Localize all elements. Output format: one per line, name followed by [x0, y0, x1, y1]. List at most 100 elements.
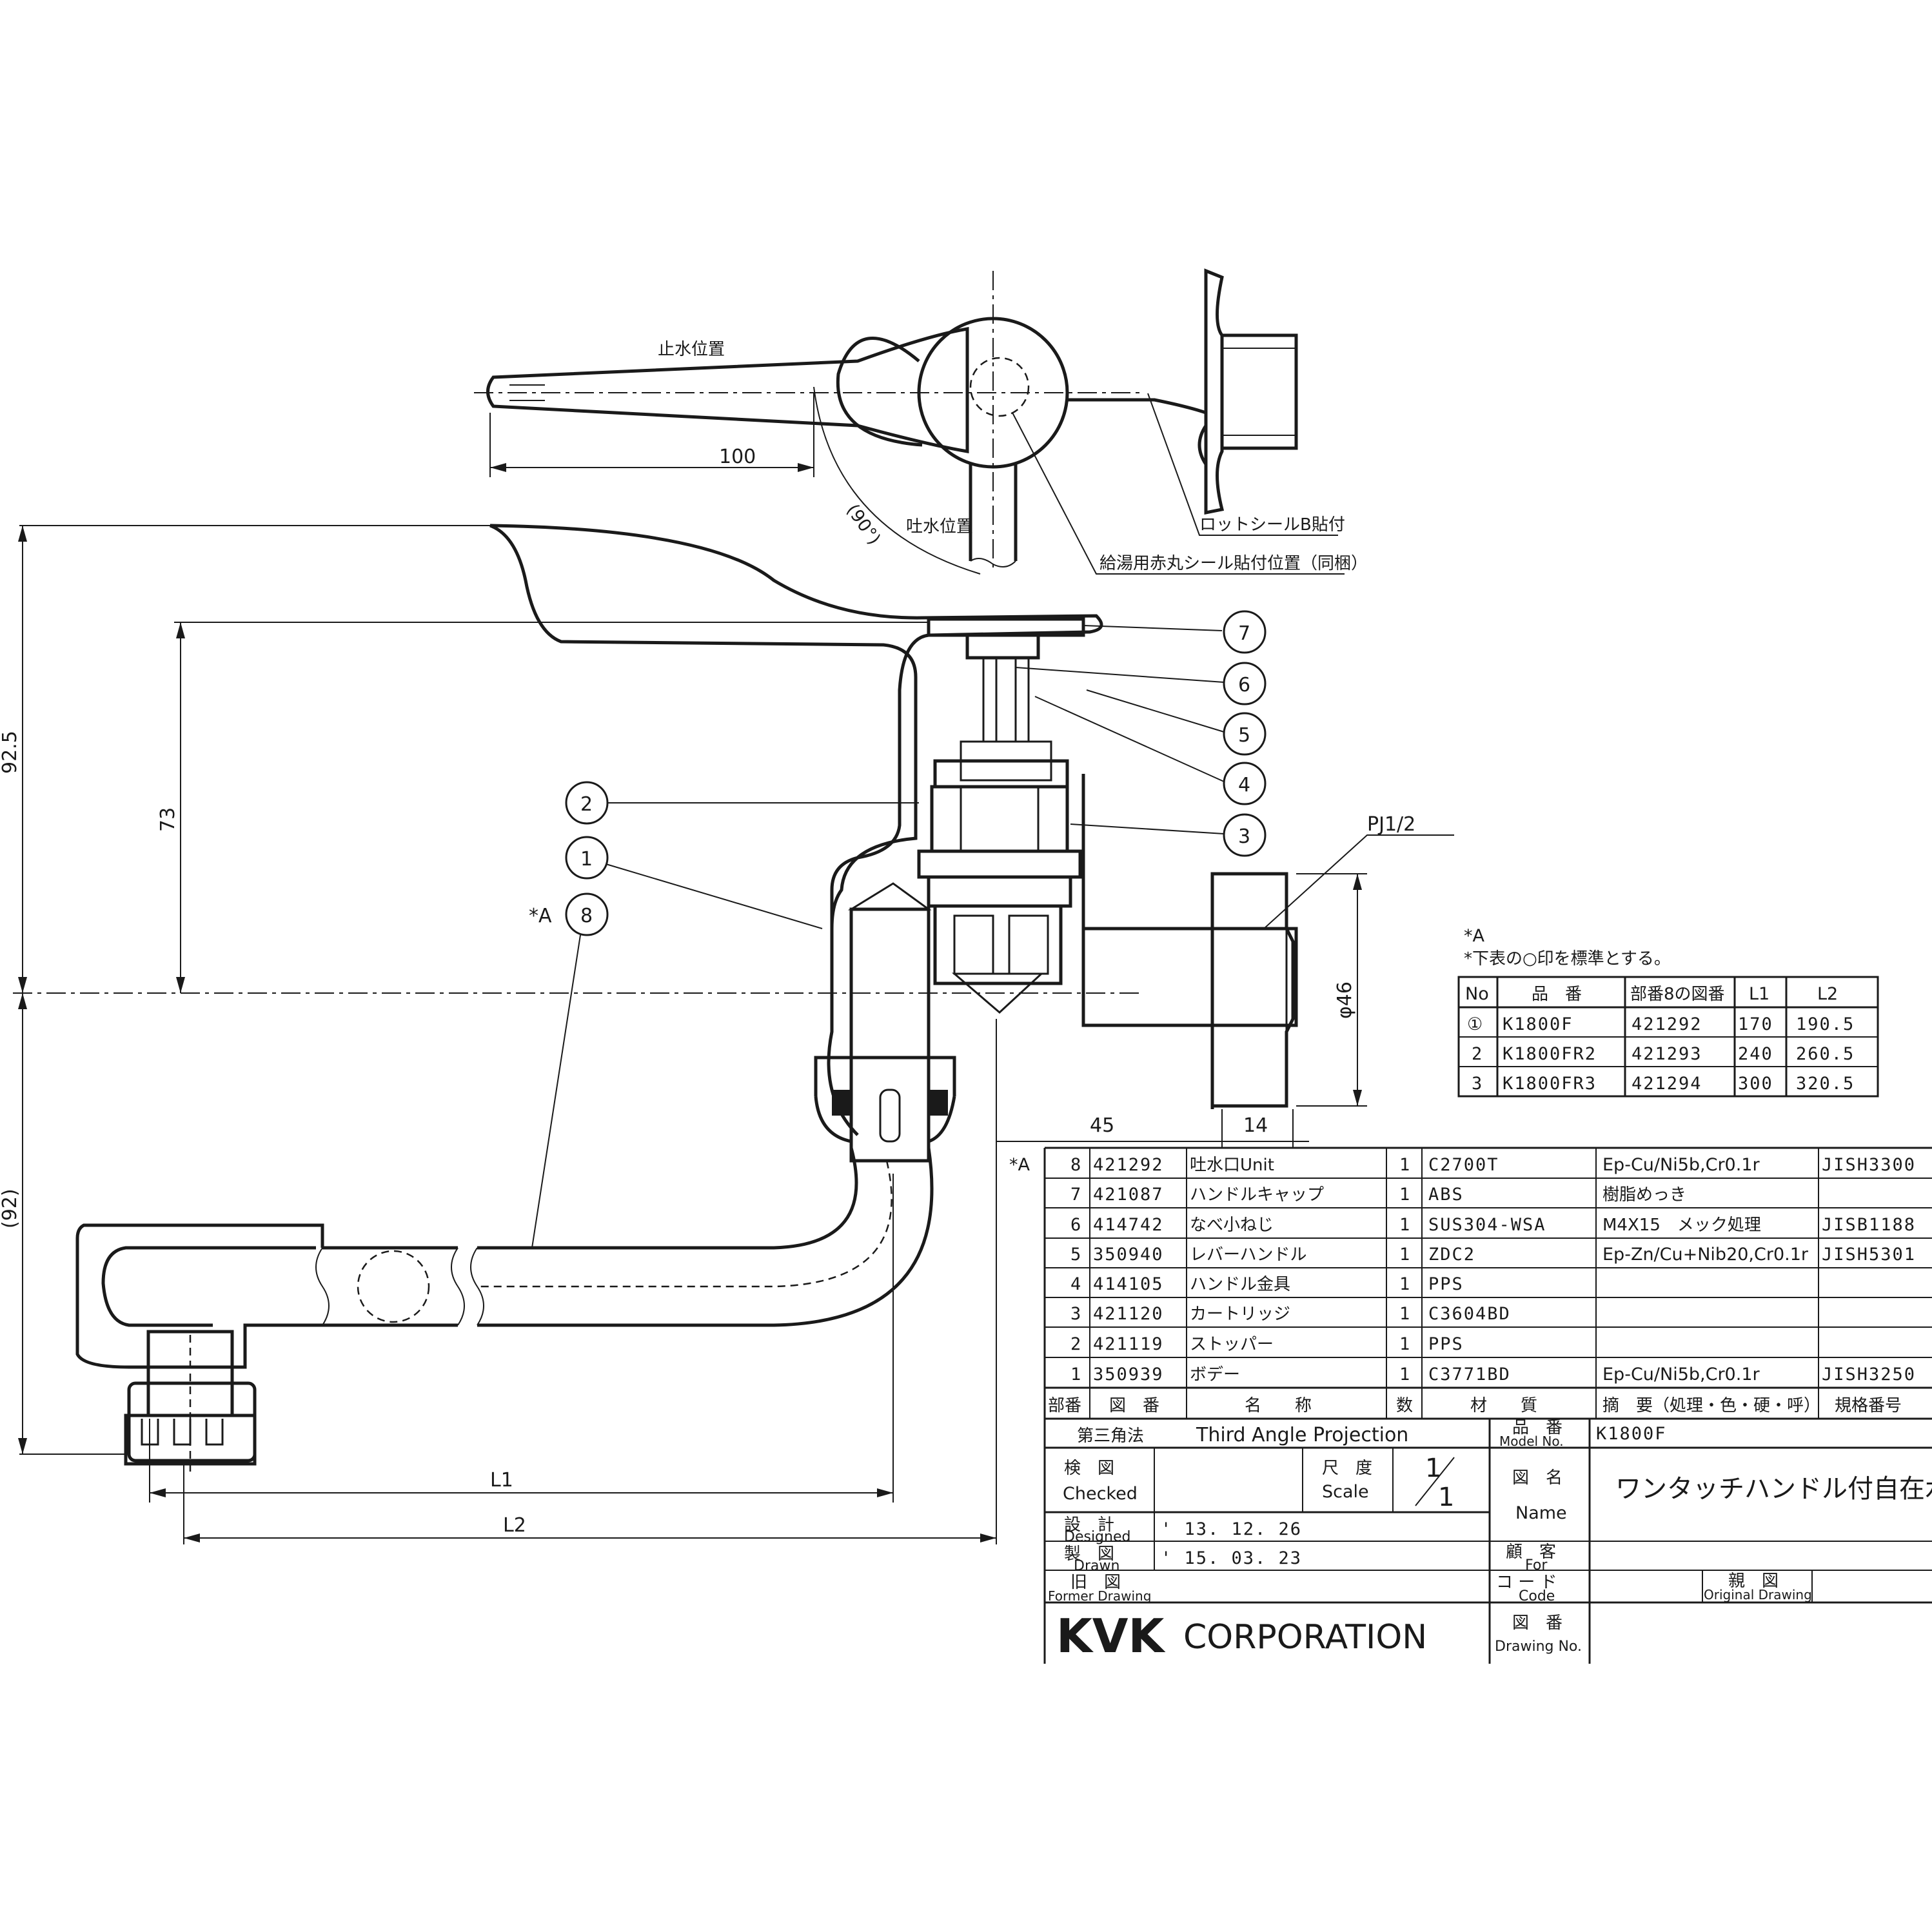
- code-jp: コ ー ド: [1496, 1573, 1557, 1592]
- former-jp: 旧 図: [1070, 1573, 1121, 1592]
- cap-top: [965, 633, 1040, 660]
- side-view: 92.5 73 (92) φ46 PJ1/2 45 14 L1: [0, 524, 1454, 1544]
- code-en: Code: [1519, 1588, 1555, 1604]
- variant-header-no: No: [1465, 984, 1489, 1004]
- drawing-name: ワンタッチハンドル付自在水栓: [1615, 1474, 1932, 1504]
- variant-cell: K1800F: [1503, 1014, 1573, 1034]
- arrow: [1353, 874, 1362, 890]
- scale-jp: 尺 度: [1322, 1459, 1372, 1478]
- break-right: [470, 1247, 484, 1326]
- drawing-no-en: Drawing No.: [1495, 1639, 1582, 1655]
- balloon-6-leader: [1015, 667, 1225, 683]
- arrow: [1353, 1090, 1362, 1106]
- parts-cell: PPS: [1428, 1334, 1464, 1354]
- cartridge-inner-2: [1008, 914, 1049, 975]
- dim-100-label: 100: [719, 446, 756, 468]
- balloon-3-circle: [1223, 813, 1267, 857]
- lever-lobe: [836, 336, 923, 447]
- spout-stub: [969, 464, 1018, 561]
- parts-cell: 1: [1399, 1215, 1411, 1235]
- balloon-2: 2: [565, 781, 919, 825]
- checked-jp: 検 図: [1064, 1459, 1114, 1478]
- model-label-en: Model No.: [1499, 1434, 1564, 1449]
- balloon-4-number: 4: [1238, 774, 1250, 796]
- variant-cell: 190.5: [1796, 1014, 1855, 1034]
- balloon-7-leader: [1083, 625, 1223, 631]
- balloon-2-circle: [565, 781, 609, 825]
- variant-row: 3 K1800FR3 421294 300 320.5: [1472, 1074, 1853, 1094]
- variant-cell: 421293: [1631, 1044, 1702, 1064]
- arrow: [18, 977, 27, 993]
- parts-cell: ZDC2: [1428, 1245, 1475, 1265]
- thread-label: PJ1/2: [1367, 813, 1415, 836]
- spout-pipe-bottom: [477, 1147, 934, 1327]
- angle-label: (90°): [842, 500, 884, 548]
- arrow: [490, 463, 506, 472]
- for-jp: 顧 客: [1506, 1543, 1556, 1562]
- o-ring-right: [929, 1090, 948, 1116]
- parts-cell: 3: [1070, 1304, 1082, 1324]
- variant-note-2: *下表の○印を標準とする。: [1464, 949, 1671, 969]
- parts-row: 7 421087 ハンドルキャップ 1 ABS 樹脂めっき: [1070, 1185, 1686, 1205]
- break-mid: [451, 1247, 465, 1326]
- parts-header-cell: 名 称: [1245, 1396, 1312, 1415]
- flange: [1204, 268, 1225, 515]
- body-left: [830, 774, 918, 941]
- projection-jp: 第三角法: [1077, 1426, 1144, 1446]
- variant-cell: 2: [1472, 1044, 1483, 1064]
- parts-row: 8 421292 吐水口Unit 1 C2700T Ep-Cu/Ni5b,Cr0…: [1070, 1155, 1915, 1175]
- balloon-4: 4: [1034, 696, 1267, 805]
- parts-table: *A 8 421292 吐水口Unit 1 C2700T Ep-Cu/Ni5b,…: [1009, 1147, 1932, 1664]
- handle-circle-inner: [969, 357, 1030, 417]
- parts-cell: 1: [1399, 1155, 1411, 1175]
- parts-cell: 350939: [1093, 1365, 1164, 1385]
- variant-cell: 260.5: [1796, 1044, 1855, 1064]
- parts-cell: PPS: [1428, 1274, 1464, 1294]
- parts-cell: C2700T: [1428, 1155, 1499, 1175]
- parts-row: 6 414742 なべ小ねじ 1 SUS304-WSA M4X15 メック処理 …: [1070, 1215, 1915, 1235]
- cartridge-inner: [953, 914, 994, 975]
- cartridge-top: [933, 759, 1069, 789]
- dim-92-label: (92): [0, 1188, 21, 1228]
- arrow: [18, 526, 27, 542]
- spout-section: [357, 1250, 430, 1323]
- dim-phi46-label: φ46: [1334, 981, 1356, 1019]
- parts-row: 4 414105 ハンドル金具 1 PPS: [1070, 1274, 1464, 1294]
- parts-cell: 2: [1070, 1334, 1082, 1354]
- parts-cell: 421292: [1093, 1155, 1164, 1175]
- cartridge-ring: [927, 875, 1072, 908]
- parts-cell: 1: [1399, 1304, 1411, 1324]
- parts-cell: 414742: [1093, 1215, 1164, 1235]
- seal-b-note: ロットシールB貼付: [1199, 515, 1345, 535]
- scale-numerator: 1: [1425, 1454, 1441, 1483]
- parts-cell: SUS304-WSA: [1428, 1215, 1546, 1235]
- dim-45-label: 45: [1090, 1114, 1114, 1137]
- parts-cell: C3771BD: [1428, 1365, 1511, 1385]
- parts-header-cell: 部番: [1048, 1396, 1081, 1415]
- balloon-6: 6: [1015, 662, 1267, 705]
- parts-cell: 414105: [1093, 1274, 1164, 1294]
- outlet-thread: [1220, 333, 1298, 450]
- dim-14-label: 14: [1243, 1114, 1268, 1137]
- spout-vertical: [849, 907, 931, 1060]
- outlet-nipple: [1210, 872, 1295, 1108]
- drawn-jp: 製 図: [1064, 1544, 1114, 1564]
- parts-cell: 樹脂めっき: [1602, 1185, 1686, 1205]
- handle-cap: [927, 617, 1085, 637]
- variant-row: ① K1800F 421292 170 190.5: [1467, 1014, 1855, 1034]
- checked-en: Checked: [1063, 1484, 1138, 1504]
- body-arm: [1067, 398, 1208, 466]
- variant-row: 2 K1800FR2 421293 240 260.5: [1472, 1044, 1855, 1064]
- parts-cell: 4: [1070, 1274, 1082, 1294]
- parts-header-cell: 図 番: [1109, 1396, 1159, 1415]
- balloon-5-number: 5: [1238, 724, 1250, 747]
- arrow: [176, 977, 185, 993]
- parts-cell: JISH5301: [1822, 1245, 1916, 1265]
- drawn-en: Drawn: [1074, 1558, 1119, 1574]
- parts-header-cell: 規格番号: [1835, 1396, 1902, 1415]
- balloon-7-number: 7: [1238, 622, 1250, 645]
- parts-cell: レバーハンドル: [1190, 1245, 1306, 1265]
- inlet-pipe: [1081, 927, 1298, 1027]
- original-en: Original Drawing: [1704, 1587, 1812, 1602]
- balloon-2-number: 2: [580, 793, 593, 816]
